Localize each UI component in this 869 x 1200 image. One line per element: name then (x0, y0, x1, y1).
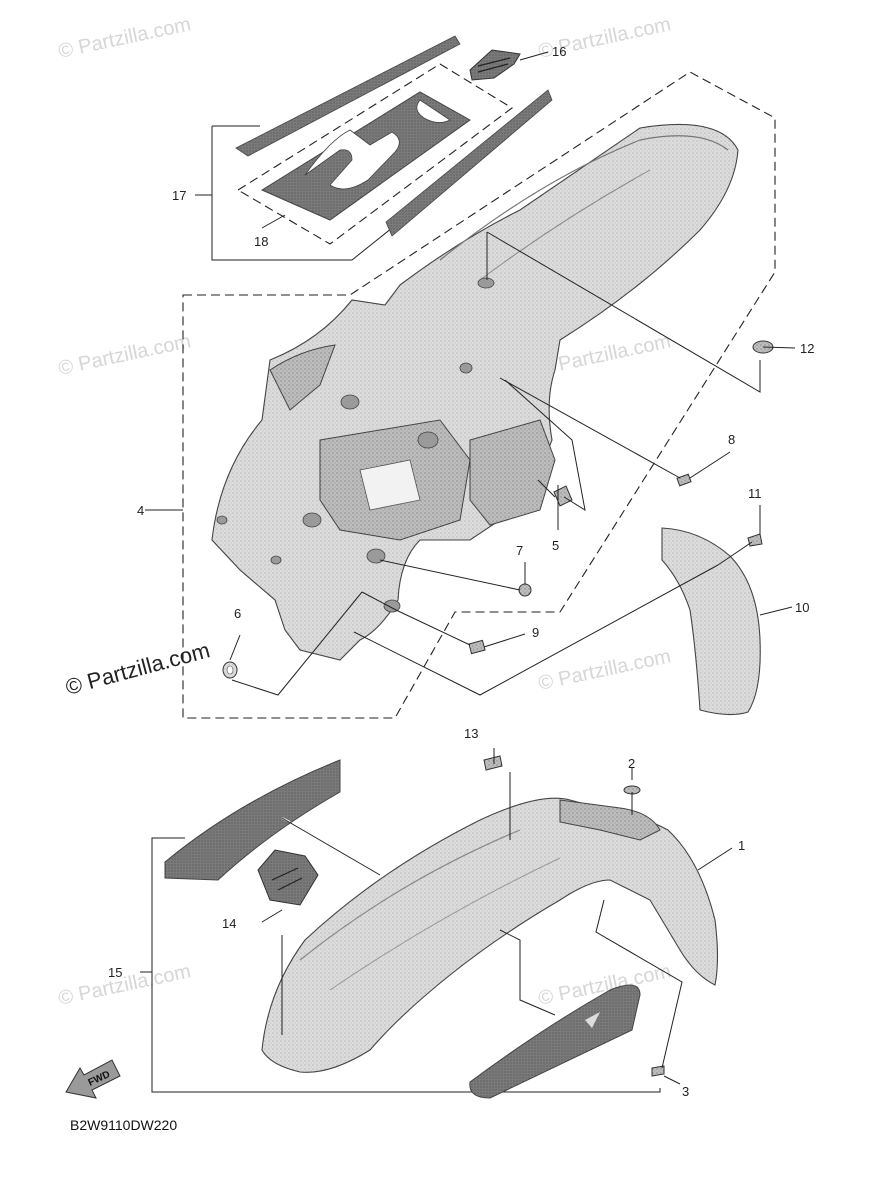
callout-6: 6 (234, 606, 241, 621)
callout-3: 3 (682, 1084, 689, 1099)
callout-18: 18 (254, 234, 268, 249)
mud-flap (661, 527, 761, 716)
watermark-6: © Partzilla.com (56, 960, 192, 1010)
watermark-main: © Partzilla.com (63, 637, 213, 700)
rear-leader-lines (145, 51, 796, 696)
part-9 (468, 639, 486, 655)
rear-fender-group-outline (182, 71, 776, 719)
callout-9: 9 (532, 625, 539, 640)
decal-sheet-18 (236, 63, 513, 245)
decal-17-strip-top (235, 35, 461, 157)
callout-17: 17 (172, 188, 186, 203)
callout-12: 12 (800, 341, 814, 356)
front-fender-decal-top (164, 759, 341, 881)
part-13 (483, 755, 503, 771)
front-leader-lines (261, 748, 733, 1085)
part-5 (553, 485, 573, 507)
front-fender-group-outline (151, 837, 661, 1093)
callout-15: 15 (108, 965, 122, 980)
part-14 (257, 849, 319, 906)
decal-17-strip-bottom (385, 89, 553, 237)
callout-1: 1 (738, 838, 745, 853)
callout-2: 2 (628, 756, 635, 771)
callout-14: 14 (222, 916, 236, 931)
front-fender (261, 797, 719, 1073)
part-3 (651, 1065, 665, 1077)
part-11 (747, 533, 763, 547)
front-fender-decal-side (469, 984, 641, 1099)
callout-7: 7 (516, 543, 523, 558)
callout-16: 16 (552, 44, 566, 59)
callout-5: 5 (552, 538, 559, 553)
part-8 (676, 473, 692, 487)
decal-16 (469, 49, 521, 81)
diagram-code: B2W9110DW220 (70, 1117, 177, 1133)
watermark-3: © Partzilla.com (56, 330, 192, 380)
fwd-arrow-icon: FWD (65, 1059, 121, 1099)
callout-10: 10 (795, 600, 809, 615)
part-7 (518, 583, 532, 597)
callouts: 1 2 3 4 5 6 7 8 9 10 11 12 13 14 15 16 1… (108, 44, 814, 1099)
watermark-1: © Partzilla.com (56, 13, 192, 63)
callout-13: 13 (464, 726, 478, 741)
callout-4: 4 (137, 503, 144, 518)
callout-8: 8 (728, 432, 735, 447)
decal-group-outline (211, 126, 393, 261)
callout-11: 11 (748, 486, 762, 501)
